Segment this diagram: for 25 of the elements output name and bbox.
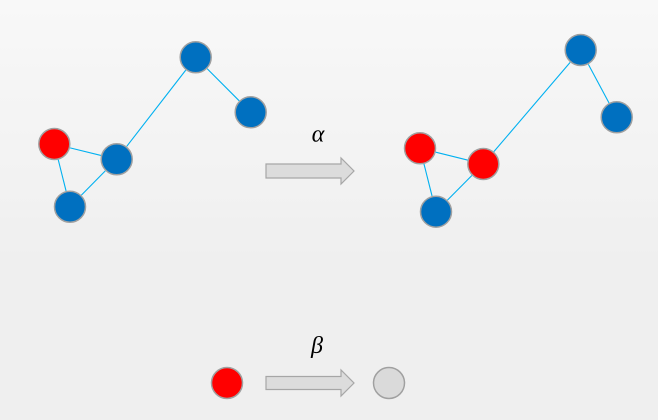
graph-node <box>54 190 86 223</box>
graph-edge <box>423 164 433 196</box>
graph-edge <box>206 68 240 102</box>
graph-node <box>100 143 133 176</box>
graph-edge <box>447 175 472 201</box>
graph-edge <box>70 147 102 156</box>
block-arrow <box>265 368 355 398</box>
edge-label: β <box>310 336 323 358</box>
graph-edge <box>81 170 106 196</box>
graph-node <box>404 132 436 165</box>
graph-node <box>372 366 406 400</box>
graph-node <box>564 34 597 66</box>
graph-node <box>234 96 267 129</box>
graph-node <box>600 101 633 134</box>
graph-node <box>179 41 212 74</box>
graph-edge <box>588 64 610 104</box>
graph-edge <box>493 62 571 152</box>
graph-node <box>210 366 244 400</box>
graph-edge <box>58 160 67 192</box>
graph-node <box>38 128 71 160</box>
graph-node <box>467 148 500 180</box>
graph-edge <box>436 152 468 161</box>
math-label: α <box>312 130 325 142</box>
graph-node <box>420 195 452 228</box>
graph-edge <box>126 70 186 147</box>
